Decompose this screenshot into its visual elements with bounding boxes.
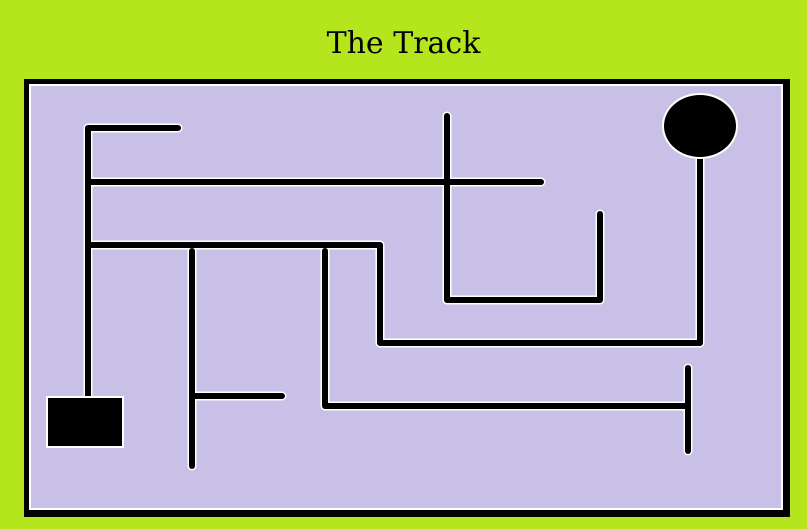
track-halos [83,111,705,471]
game-board [29,84,783,510]
track-lower-route [322,248,691,409]
finish-circle [664,95,736,157]
track-main-route [85,152,703,346]
page-title: The Track [326,26,481,61]
track-u-loop [444,113,603,303]
start-block [48,398,122,446]
track-left-column [85,125,181,401]
